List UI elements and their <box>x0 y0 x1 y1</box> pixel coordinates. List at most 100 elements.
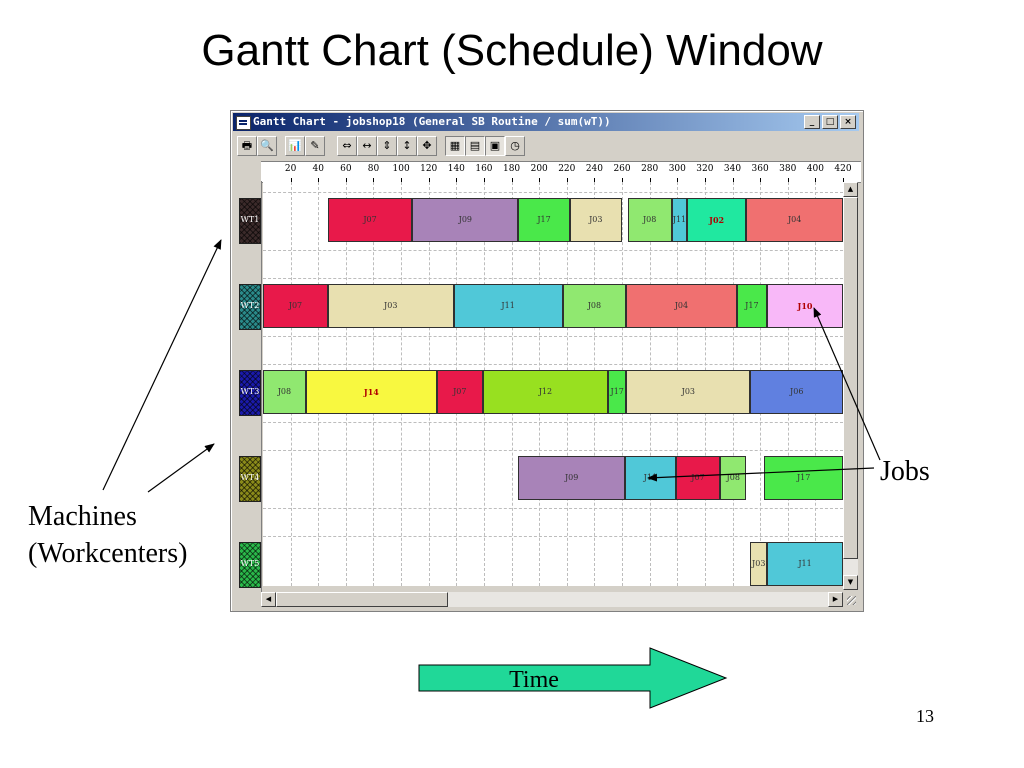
workcenter-icon[interactable]: WT4 <box>239 456 261 502</box>
ruler-tick-label: 60 <box>340 164 352 174</box>
job-bar[interactable]: J11 <box>767 542 843 586</box>
ruler-tick-mark <box>760 178 762 182</box>
workcenters-label: (Workcenters) <box>28 538 188 569</box>
job-label: J09 <box>458 215 472 224</box>
table-button[interactable]: ▤ <box>465 136 485 156</box>
vertical-scrollbar[interactable]: ▲ ▼ <box>843 182 858 590</box>
job-bar[interactable]: J03 <box>750 542 768 586</box>
scroll-down-arrow-icon[interactable]: ▼ <box>843 575 858 590</box>
printer-icon: 🖶 <box>241 139 253 152</box>
job-bar[interactable]: J07 <box>327 198 413 242</box>
zoom-vertical-button[interactable]: ↕ <box>397 136 417 156</box>
slide-title: Gantt Chart (Schedule) Window <box>201 26 823 75</box>
minimize-button[interactable]: _ <box>804 115 820 129</box>
ruler-tick-label: 140 <box>447 164 465 174</box>
job-bar[interactable]: J09 <box>412 198 519 242</box>
job-bar[interactable]: J09 <box>518 456 625 500</box>
chart-button[interactable]: 📊 <box>285 136 305 156</box>
job-bar[interactable]: J03 <box>626 370 751 414</box>
ruler-tick-label: 320 <box>696 164 714 174</box>
job-bar[interactable]: J11 <box>671 198 687 242</box>
grid-line-horizontal <box>263 422 843 423</box>
print-button[interactable]: 🖶 <box>237 136 257 156</box>
job-bar[interactable]: J10 <box>767 284 843 328</box>
job-bar[interactable]: J07 <box>263 284 328 328</box>
zoom-all-button[interactable]: ✥ <box>417 136 437 156</box>
page-number: 13 <box>916 706 934 726</box>
scroll-right-arrow-icon[interactable]: ▶ <box>828 592 843 607</box>
ruler-tick-label: 300 <box>668 164 686 174</box>
clock-icon: ◷ <box>510 139 520 152</box>
machines-arrow-wt1 <box>102 239 222 491</box>
ruler-tick-label: 280 <box>641 164 659 174</box>
pencil-icon: ✎ <box>310 139 320 152</box>
scroll-left-arrow-icon[interactable]: ◀ <box>261 592 276 607</box>
job-bar[interactable]: J17 <box>608 370 627 414</box>
job-bar[interactable]: J11 <box>624 456 676 500</box>
workcenter-label: WT2 <box>240 301 260 310</box>
close-button[interactable]: × <box>840 115 856 129</box>
ruler-tick-mark <box>815 178 817 182</box>
job-label: J03 <box>752 559 766 568</box>
ruler-tick-label: 360 <box>751 164 769 174</box>
grid-button[interactable]: ▦ <box>445 136 465 156</box>
job-bar[interactable]: J12 <box>482 370 609 414</box>
job-label: J07 <box>363 215 377 224</box>
clock-button[interactable]: ◷ <box>505 136 525 156</box>
job-bar[interactable]: J17 <box>518 198 570 242</box>
window-app-icon[interactable] <box>236 116 251 130</box>
edit-button[interactable]: ✎ <box>305 136 325 156</box>
ruler-tick-mark <box>539 178 541 182</box>
workcenter-icon[interactable]: WT2 <box>239 284 261 330</box>
print-preview-button[interactable]: 🔍 <box>257 136 277 156</box>
job-bar[interactable]: J06 <box>750 370 843 414</box>
grid-line-horizontal <box>263 278 843 279</box>
ruler-tick-label: 420 <box>834 164 852 174</box>
job-label: J10 <box>797 301 813 311</box>
horizontal-scrollbar[interactable]: ◀ ▶ <box>261 592 843 607</box>
job-label: J17 <box>537 215 551 224</box>
fit-width-button[interactable]: ⇔ <box>337 136 357 156</box>
ruler-tick-mark <box>511 178 513 182</box>
fit-height-button[interactable]: ⇕ <box>377 136 397 156</box>
window-titlebar[interactable]: Gantt Chart - jobshop18 (General SB Rout… <box>233 113 859 131</box>
job-bar[interactable]: J14 <box>305 370 437 414</box>
zoom-horizontal-icon: ↔ <box>362 139 372 152</box>
job-bar[interactable]: J03 <box>327 284 454 328</box>
job-bar[interactable]: J11 <box>453 284 563 328</box>
horizontal-scroll-thumb[interactable] <box>276 592 448 607</box>
zoom-horizontal-button[interactable]: ↔ <box>357 136 377 156</box>
job-bar[interactable]: J08 <box>720 456 747 500</box>
maximize-button[interactable]: □ <box>822 115 838 129</box>
ruler-tick-mark <box>566 178 568 182</box>
resize-grip-icon[interactable] <box>843 592 858 607</box>
job-bar[interactable]: J07 <box>437 370 483 414</box>
time-label: Time <box>509 667 559 693</box>
grid-line-horizontal <box>263 450 843 451</box>
vertical-scroll-thumb[interactable] <box>843 197 858 559</box>
scroll-up-arrow-icon[interactable]: ▲ <box>843 182 858 197</box>
workcenter-icon[interactable]: WT5 <box>239 542 261 588</box>
workcenter-icon[interactable]: WT3 <box>239 370 261 416</box>
workcenter-icon[interactable]: WT1 <box>239 198 261 244</box>
ruler-tick-mark <box>428 178 430 182</box>
ruler-tick-label: 260 <box>613 164 631 174</box>
ruler-tick-mark <box>401 178 403 182</box>
calendar-button[interactable]: ▣ <box>485 136 505 156</box>
workcenter-label: WT5 <box>240 559 260 568</box>
ruler-tick-label: 40 <box>312 164 324 174</box>
job-bar[interactable]: J04 <box>746 198 843 242</box>
job-bar[interactable]: J08 <box>263 370 306 414</box>
zoom-vertical-icon: ↕ <box>402 139 412 152</box>
job-bar[interactable]: J17 <box>764 456 843 500</box>
job-bar[interactable]: J07 <box>675 456 721 500</box>
job-bar[interactable]: J02 <box>686 198 747 242</box>
job-bar[interactable]: J03 <box>569 198 623 242</box>
job-bar[interactable]: J08 <box>562 284 627 328</box>
job-bar[interactable]: J08 <box>627 198 672 242</box>
ruler-tick-mark <box>704 178 706 182</box>
job-bar[interactable]: J17 <box>736 284 768 328</box>
job-bar[interactable]: J04 <box>626 284 737 328</box>
